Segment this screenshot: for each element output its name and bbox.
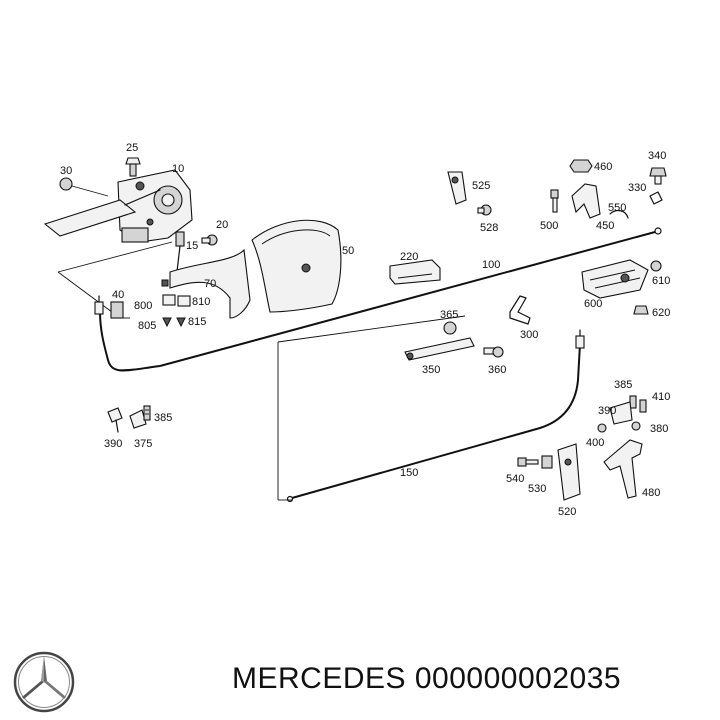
- lower-frame-outline: [277, 315, 466, 501]
- label-330: 330: [628, 182, 646, 194]
- label-30: 30: [60, 165, 72, 177]
- brand-part-number: MERCEDES 000000002035: [232, 662, 622, 695]
- label-550: 550: [608, 202, 626, 214]
- label-390-right: 390: [598, 405, 616, 417]
- label-50: 50: [342, 245, 354, 257]
- label-380: 380: [650, 423, 668, 435]
- cable-150: [286, 329, 585, 503]
- part-540-bolt: [517, 457, 539, 467]
- part-375-clamp: [129, 409, 147, 429]
- label-815: 815: [188, 316, 206, 328]
- label-10: 10: [172, 163, 184, 175]
- part-20-bolt: [201, 234, 218, 246]
- label-360: 360: [488, 364, 506, 376]
- part-70-cover: [169, 248, 251, 319]
- label-520: 520: [558, 506, 576, 518]
- label-805: 805: [138, 320, 156, 332]
- label-390-left: 390: [104, 438, 122, 450]
- part-530-clip: [541, 455, 553, 469]
- part-400-nut: [597, 423, 607, 433]
- part-500-bolt: [550, 189, 559, 213]
- part-800-810-clips: [161, 279, 191, 328]
- label-800: 800: [134, 300, 152, 312]
- part-600-lever-assembly: [581, 259, 649, 299]
- label-450: 450: [596, 220, 614, 232]
- part-330-clip: [649, 191, 663, 205]
- label-385-right: 385: [614, 379, 632, 391]
- part-525-bracket: [447, 171, 467, 205]
- label-810: 810: [192, 296, 210, 308]
- label-540: 540: [506, 473, 524, 485]
- label-400: 400: [586, 437, 604, 449]
- part-390-left-clip: [107, 407, 123, 433]
- part-380-nut: [631, 421, 641, 431]
- label-600: 600: [584, 298, 602, 310]
- label-500: 500: [540, 220, 558, 232]
- part-220-holder: [389, 259, 441, 285]
- part-528-bolt: [477, 204, 492, 216]
- label-220: 220: [400, 251, 418, 263]
- part-365-bushing: [443, 321, 457, 335]
- part-390-right-clip: [609, 401, 633, 425]
- part-480-bracket: [603, 439, 643, 499]
- label-460: 460: [594, 161, 612, 173]
- part-450-bracket: [571, 183, 601, 219]
- part-300-bracket: [509, 295, 531, 325]
- label-410: 410: [652, 391, 670, 403]
- label-375: 375: [134, 438, 152, 450]
- part-620-bolt: [633, 305, 649, 315]
- label-610: 610: [652, 275, 670, 287]
- label-20: 20: [216, 219, 228, 231]
- label-100: 100: [482, 259, 500, 271]
- label-25: 25: [126, 142, 138, 154]
- part-410-bolt: [639, 399, 647, 413]
- part-460-nut: [569, 159, 593, 173]
- cable-100: [94, 227, 662, 372]
- label-350: 350: [422, 364, 440, 376]
- part-610-nut: [650, 260, 662, 272]
- label-340: 340: [648, 150, 666, 162]
- part-10-pedal-assembly: [43, 169, 193, 243]
- part-40-clip: [110, 301, 124, 319]
- part-25-bolt: [125, 157, 141, 177]
- label-300: 300: [520, 329, 538, 341]
- label-620: 620: [652, 307, 670, 319]
- label-365: 365: [440, 309, 458, 321]
- label-530: 530: [528, 483, 546, 495]
- label-70: 70: [204, 278, 216, 290]
- part-340-bolt: [649, 167, 667, 185]
- label-480: 480: [642, 487, 660, 499]
- label-150: 150: [400, 467, 418, 479]
- part-520-bracket: [557, 443, 581, 501]
- part-50-panel: [251, 219, 342, 313]
- mercedes-star-icon: [13, 651, 75, 713]
- label-528: 528: [480, 222, 498, 234]
- part-350-lever: [404, 337, 475, 361]
- label-40: 40: [112, 289, 124, 301]
- part-385-left-bolt: [143, 405, 151, 421]
- label-385-left: 385: [154, 412, 172, 424]
- part-360-bolt: [483, 346, 504, 358]
- part-30-plug: [59, 177, 109, 197]
- part-550-clip: [609, 209, 629, 219]
- part-labels: 10 15 20 25 30 40 50 70 100 150 220 300 …: [60, 142, 670, 518]
- label-15: 15: [186, 240, 198, 252]
- label-525: 525: [472, 180, 490, 192]
